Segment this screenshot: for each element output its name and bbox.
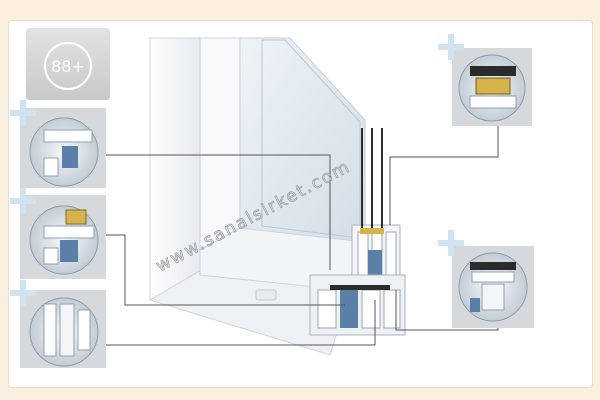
detail-thumbnail-2[interactable] <box>20 195 106 279</box>
detail-thumbnail-4[interactable] <box>452 48 532 126</box>
detail-thumbnail-1[interactable] <box>20 108 106 188</box>
plus-icon[interactable] <box>10 100 36 126</box>
connector-line-3 <box>98 300 376 346</box>
detail-thumbnail-3[interactable] <box>20 290 106 368</box>
badge-label: 88+ <box>51 56 85 76</box>
badge-tile: 88+ <box>26 28 110 100</box>
window-corner <box>148 37 366 356</box>
connector-lines <box>98 118 499 346</box>
badge-circle: 88+ <box>44 42 92 90</box>
plus-icon[interactable] <box>10 280 36 306</box>
plus-icon[interactable] <box>10 188 36 214</box>
connector-line-2 <box>98 234 345 306</box>
detail-thumbnail-5[interactable] <box>452 246 534 328</box>
connector-line-1 <box>98 154 331 270</box>
plus-icon[interactable] <box>438 34 464 60</box>
plus-icon[interactable] <box>438 230 464 256</box>
connector-line-4 <box>389 118 499 225</box>
